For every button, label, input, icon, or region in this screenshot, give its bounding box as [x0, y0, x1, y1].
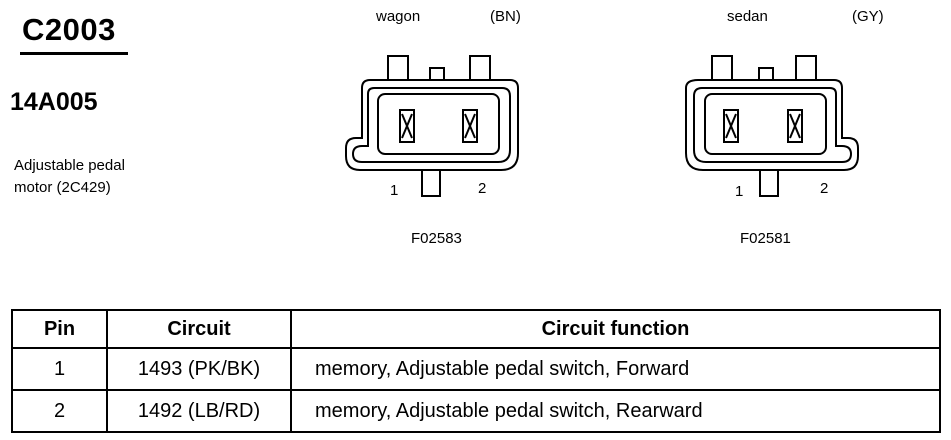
- figure-code-wagon: F02583: [411, 230, 462, 247]
- pin-label: 1: [735, 183, 744, 200]
- housing-inner: [693, 87, 853, 163]
- housing-outer: [685, 79, 859, 171]
- bottom-tab: [421, 169, 441, 197]
- terminal-pin-1-mark: [725, 113, 737, 139]
- cell-circuit: 1493 (PK/BK): [106, 347, 292, 391]
- cell-circuit: 1492 (LB/RD): [106, 389, 292, 433]
- terminal-pin-2: [787, 109, 803, 143]
- terminal-pin-1: [399, 109, 415, 143]
- keyway-notch: [429, 67, 445, 81]
- table-header-row: Pin Circuit Circuit function: [11, 309, 941, 349]
- color-code-sedan: (GY): [852, 8, 884, 25]
- figure-code-sedan: F02581: [740, 230, 791, 247]
- top-tab: [469, 55, 491, 81]
- top-tab: [387, 55, 409, 81]
- description-line: Adjustable pedal: [14, 157, 125, 174]
- variant-label-sedan: sedan: [727, 8, 768, 25]
- housing-inner: [351, 87, 511, 163]
- top-tab: [711, 55, 733, 81]
- table-row: 2 1492 (LB/RD) memory, Adjustable pedal …: [11, 389, 941, 433]
- top-tab: [795, 55, 817, 81]
- pin-label: 2: [478, 180, 487, 197]
- housing-outer: [345, 79, 519, 171]
- connector-face-sedan: [685, 55, 859, 197]
- header-circuit: Circuit: [106, 309, 292, 349]
- pin-label: 2: [820, 180, 829, 197]
- part-number: 14A005: [10, 88, 98, 116]
- cell-function: memory, Adjustable pedal switch, Forward: [290, 347, 941, 391]
- header-pin: Pin: [11, 309, 108, 349]
- terminal-cavity: [704, 93, 827, 155]
- terminal-cavity: [377, 93, 500, 155]
- terminal-pin-1-mark: [401, 113, 413, 139]
- variant-label-wagon: wagon: [376, 8, 421, 25]
- cell-function: memory, Adjustable pedal switch, Rearwar…: [290, 389, 941, 433]
- keyway-notch: [758, 67, 774, 81]
- header-circuit-function: Circuit function: [290, 309, 941, 349]
- cell-pin: 1: [11, 347, 108, 391]
- table-row: 1 1493 (PK/BK) memory, Adjustable pedal …: [11, 347, 941, 391]
- pin-label: 1: [390, 182, 399, 199]
- terminal-pin-1: [723, 109, 739, 143]
- connector-id: C2003: [22, 12, 116, 47]
- connector-face-wagon: [345, 55, 519, 197]
- terminal-pin-2: [462, 109, 478, 143]
- cell-pin: 2: [11, 389, 108, 433]
- bottom-tab: [759, 169, 779, 197]
- terminal-pin-2-mark: [789, 113, 801, 139]
- terminal-pin-2-mark: [464, 113, 476, 139]
- color-code-wagon: (BN): [490, 8, 521, 25]
- connector-id-underline: [20, 52, 128, 55]
- pinout-table: Pin Circuit Circuit function 1 1493 (PK/…: [11, 309, 941, 433]
- description-line: motor (2C429): [14, 179, 111, 196]
